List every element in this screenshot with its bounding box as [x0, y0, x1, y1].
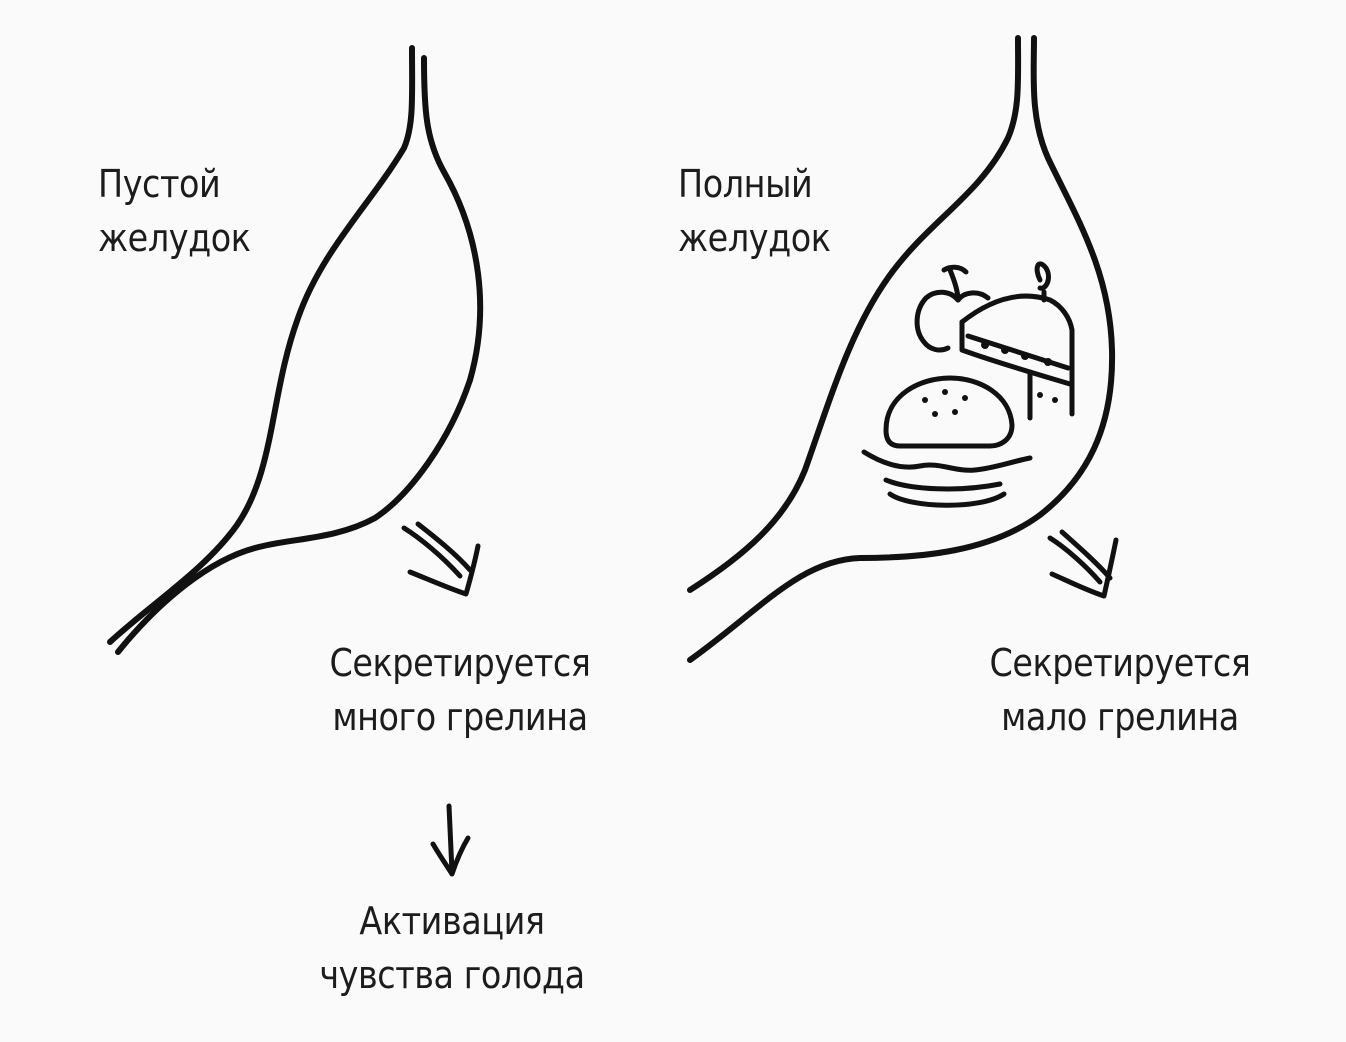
empty-secretion-line1: Секретируется [329, 641, 591, 685]
empty-stomach-label: Пустой желудок [98, 157, 251, 265]
empty-stomach-outline [107, 45, 484, 655]
hunger-arrow-icon [430, 803, 471, 877]
empty-stomach-label-line2: желудок [98, 216, 251, 260]
empty-stomach-secretion-arrow-icon [401, 521, 481, 597]
full-stomach-secretion-label: Секретируется мало грелина [953, 636, 1287, 744]
empty-stomach-secretion-label: Секретируется много грелина [293, 636, 627, 744]
apple-icon [914, 264, 991, 353]
burger-icon [861, 375, 1033, 508]
hunger-line1: Активация [359, 899, 545, 943]
full-stomach-label-line1: Полный [678, 162, 813, 206]
burger-seeds-icon [922, 389, 968, 417]
full-stomach-label: Полный желудок [678, 157, 831, 265]
cake-slice-icon [959, 261, 1075, 421]
cake-sprinkles-icon [981, 341, 1058, 403]
full-stomach-outline [687, 35, 1116, 663]
hunger-line2: чувства голода [319, 953, 585, 997]
empty-secretion-line2: много грелина [332, 695, 588, 739]
hunger-activation-label: Активация чувства голода [285, 894, 619, 1002]
full-stomach-secretion-arrow-icon [1047, 529, 1119, 599]
empty-stomach-label-line1: Пустой [98, 162, 221, 206]
full-stomach-label-line2: желудок [678, 216, 831, 260]
full-secretion-line1: Секретируется [989, 641, 1251, 685]
full-secretion-line2: мало грелина [1001, 695, 1239, 739]
